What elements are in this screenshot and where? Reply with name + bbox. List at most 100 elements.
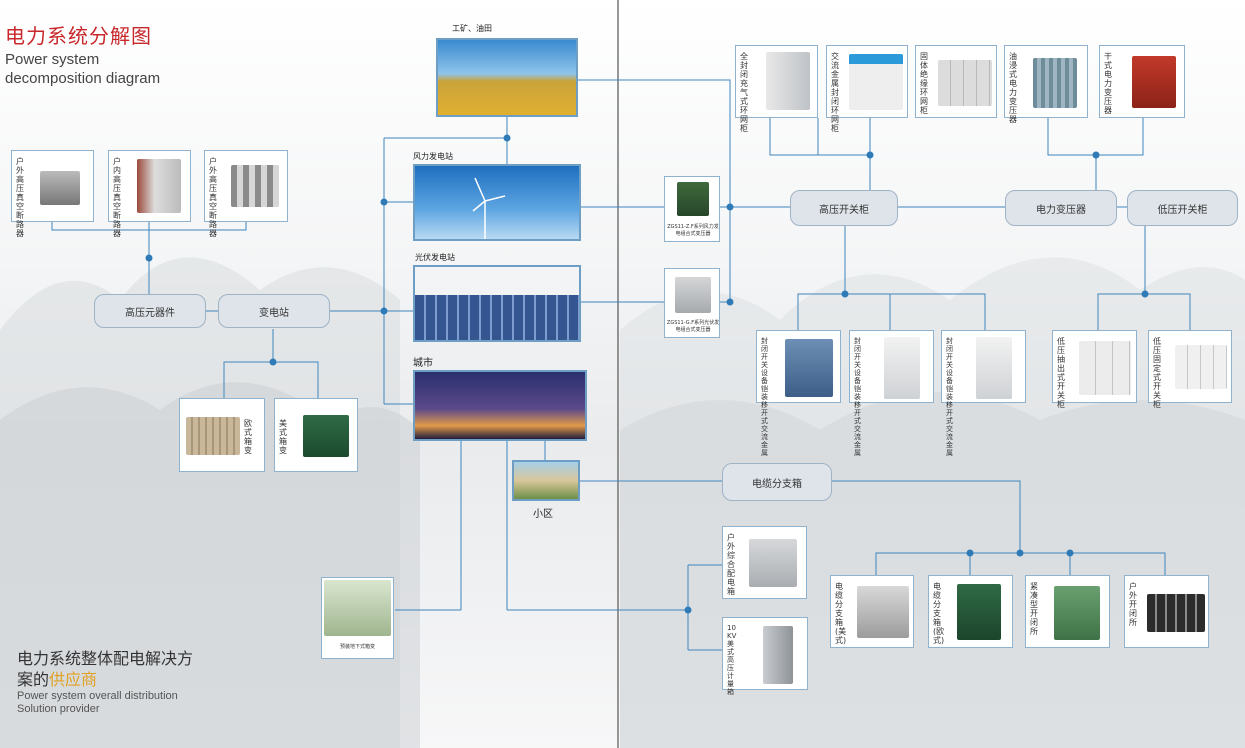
product-label: 全封闭充气式环网柜: [740, 52, 748, 133]
product-card-gis-ring-main[interactable]: 全封闭充气式环网柜: [735, 45, 818, 133]
cabinet-image: [766, 52, 810, 110]
product-card-compact-switching[interactable]: 紧凑型开闭所: [1025, 575, 1110, 648]
metering-box-image: [763, 626, 793, 684]
footer-cn-highlight: 供应商: [49, 670, 98, 689]
product-card-outdoor-vcb-2[interactable]: 户外高压真空断路器: [204, 150, 288, 238]
photo-city-night[interactable]: [413, 370, 587, 441]
breaker-image: [231, 165, 279, 207]
product-card-outdoor-distribution-box[interactable]: 户外综合配电箱: [722, 526, 807, 599]
product-caption: 预装地下式箱变: [339, 644, 375, 650]
product-label: 固体绝缘环网柜: [920, 52, 928, 115]
product-card-cable-branch-eu[interactable]: 电缆分支箱(欧式): [928, 575, 1013, 648]
photo-mining-oilfield[interactable]: [436, 38, 578, 117]
product-card-outdoor-switching[interactable]: 户外开闭所: [1124, 575, 1209, 648]
breaker-image: [137, 159, 181, 213]
transformer-image: [1033, 58, 1077, 108]
box-substation-image: [186, 417, 240, 455]
footer-slogan-en: Power system overall distribution Soluti…: [17, 690, 178, 716]
photo-label-community: 小区: [533, 509, 553, 520]
product-label: 交流金属封闭环网柜: [831, 52, 839, 133]
footer-cn-line-2a: 案的: [17, 670, 50, 689]
cabinet-image: [1079, 341, 1131, 395]
footer-en-line-2: Solution provider: [17, 703, 100, 715]
solar-panels: [415, 295, 579, 340]
transformer-image: [1132, 56, 1176, 108]
product-card-dry-transformer[interactable]: 干式电力变压器: [1099, 45, 1185, 118]
node-cable-branch[interactable]: 电缆分支箱: [722, 463, 832, 501]
product-card-lv-fixed[interactable]: 低压固定式开关柜: [1148, 330, 1232, 409]
cabinet-image: [884, 337, 920, 399]
branch-box-image: [857, 586, 909, 638]
subtitle-line-2: decomposition diagram: [5, 70, 161, 87]
transformer-image: [675, 277, 711, 313]
product-card-10kv-metering-box[interactable]: 10KV美式高压计量箱: [722, 617, 808, 696]
product-label: 封闭开关设备铠装移开式交流金属: [761, 337, 768, 457]
product-card-solid-insulated[interactable]: 固体绝缘环网柜: [915, 45, 997, 118]
product-card-ac-metal-ring-main[interactable]: 交流金属封闭环网柜: [826, 45, 908, 133]
product-card-indoor-vcb[interactable]: 户内高压真空断路器: [108, 150, 191, 238]
branch-box-image: [957, 584, 1001, 640]
node-substation[interactable]: 变电站: [218, 294, 330, 328]
photo-community[interactable]: [512, 460, 580, 501]
node-hv-switchgear[interactable]: 高压开关柜: [790, 190, 898, 226]
product-label: 欧式箱变: [244, 419, 252, 455]
breaker-image: [40, 171, 80, 205]
product-label: 紧凑型开闭所: [1030, 582, 1038, 636]
product-card-lv-drawout[interactable]: 低压抽出式开关柜: [1052, 330, 1137, 409]
photo-wind-farm[interactable]: [413, 164, 581, 241]
underground-box-image: [324, 580, 391, 636]
photo-label-mining: 工矿、油田: [452, 24, 492, 33]
wind-turbine-icon: [472, 177, 506, 239]
product-card-hv-metal-1[interactable]: 封闭开关设备铠装移开式交流金属: [756, 330, 841, 457]
distribution-box-image: [749, 539, 797, 587]
photo-label-city: 城市: [413, 358, 433, 369]
product-card-european-box[interactable]: 欧式箱变: [179, 398, 265, 472]
product-label: 美式箱变: [279, 419, 287, 455]
product-label: 低压固定式开关柜: [1153, 337, 1161, 409]
product-card-solar-transformer[interactable]: ZGS11-G.F系列光伏发电组合式变压器: [664, 268, 720, 338]
cabinet-image: [938, 60, 992, 106]
transformer-image: [677, 182, 709, 216]
product-label: 干式电力变压器: [1104, 52, 1112, 115]
product-label: 低压抽出式开关柜: [1057, 337, 1065, 409]
photo-solar-farm[interactable]: [413, 265, 581, 342]
photo-label-wind: 风力发电站: [413, 152, 453, 161]
product-label: 电缆分支箱(美式): [835, 582, 847, 645]
product-card-hv-metal-2[interactable]: 封闭开关设备铠装移开式交流金属: [849, 330, 934, 457]
node-lv-switchgear[interactable]: 低压开关柜: [1127, 190, 1238, 226]
photo-label-solar: 光伏发电站: [415, 253, 455, 262]
product-label: 户外高压真空断路器: [16, 157, 24, 238]
product-label: 户内高压真空断路器: [113, 157, 121, 238]
product-caption: ZGS11-G.F系列光伏发电组合式变压器: [666, 320, 720, 333]
footer-slogan-cn: 电力系统整体配电解决方 案的供应商: [17, 648, 217, 690]
product-card-underground-box[interactable]: 预装地下式箱变: [321, 577, 394, 659]
product-card-cable-branch-us[interactable]: 电缆分支箱(美式): [830, 575, 914, 648]
product-caption: ZGS11-Z.F系列风力发电组合式变压器: [667, 224, 719, 237]
product-card-wind-transformer[interactable]: ZGS11-Z.F系列风力发电组合式变压器: [664, 176, 720, 242]
cabinet-image: [785, 339, 833, 397]
product-label: 封闭开关设备铠装移开式交流金属: [946, 337, 953, 457]
page-title: 电力系统分解图: [5, 24, 152, 48]
node-power-transformer[interactable]: 电力变压器: [1005, 190, 1117, 226]
product-label: 户外综合配电箱: [727, 533, 735, 596]
page-subtitle: Power system decomposition diagram: [5, 50, 160, 88]
footer-cn-line-1: 电力系统整体配电解决方: [17, 649, 194, 668]
product-card-american-box[interactable]: 美式箱变: [274, 398, 358, 472]
product-card-hv-metal-3[interactable]: 封闭开关设备铠装移开式交流金属: [941, 330, 1026, 457]
subtitle-line-1: Power system: [5, 51, 100, 68]
footer-en-line-1: Power system overall distribution: [17, 690, 178, 702]
switching-station-image: [1054, 586, 1100, 640]
cabinet-image: [849, 54, 903, 110]
product-label: 10KV美式高压计量箱: [727, 624, 737, 696]
cabinet-image: [976, 337, 1012, 399]
cabinet-image: [1175, 345, 1227, 389]
node-hv-components[interactable]: 高压元器件: [94, 294, 206, 328]
product-label: 电缆分支箱(欧式): [933, 582, 945, 645]
product-card-oil-transformer[interactable]: 油浸式电力变压器: [1004, 45, 1088, 124]
product-card-outdoor-vcb-1[interactable]: 户外高压真空断路器: [11, 150, 94, 238]
switching-station-image: [1147, 594, 1205, 632]
box-substation-image: [303, 415, 349, 457]
product-label: 户外开闭所: [1129, 582, 1137, 627]
product-label: 油浸式电力变压器: [1009, 52, 1017, 124]
product-label: 封闭开关设备铠装移开式交流金属: [854, 337, 861, 457]
